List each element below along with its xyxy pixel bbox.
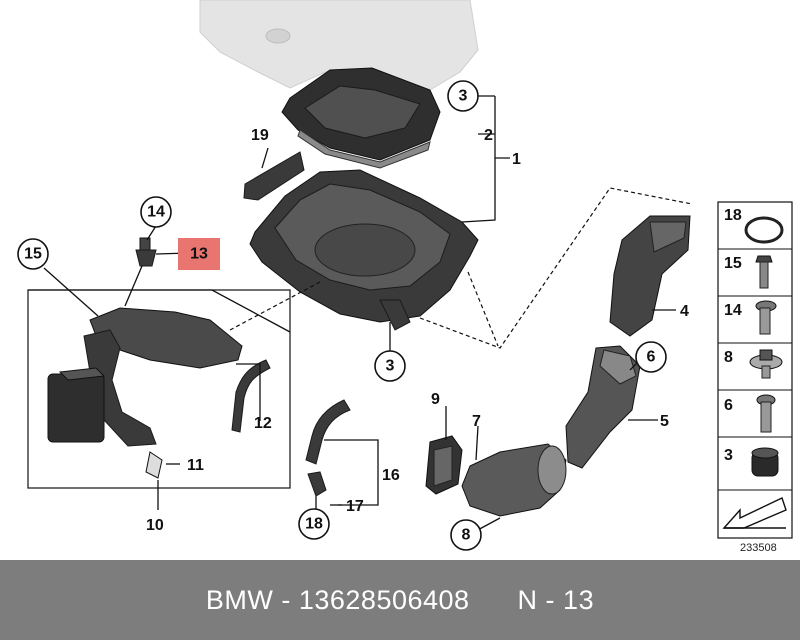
callout-15-label: 15: [24, 246, 42, 263]
callout-14-label: 14: [147, 204, 165, 221]
callout-5-label: 5: [660, 413, 669, 430]
callout-18-label: 18: [305, 516, 323, 533]
vent-pipe-icon: [305, 399, 351, 497]
intake-flap-icon: [243, 151, 305, 201]
screw-icon: [756, 394, 776, 433]
leader-lines: [43, 95, 676, 533]
grommet-icon: [751, 447, 779, 477]
fastener-legend: 18 15 14 8 6 3: [717, 201, 793, 539]
dashed-outlines: [229, 187, 693, 349]
callout-9-label: 9: [431, 391, 440, 408]
callout-14: 14: [140, 196, 172, 228]
callout-6-label: 6: [647, 349, 656, 366]
callout-12-label: 12: [254, 415, 272, 432]
callout-10-label: 10: [146, 517, 164, 534]
assembly-10-box-top-notch: [28, 289, 291, 333]
callout-4-label: 4: [680, 303, 689, 320]
air-duct-icon: [565, 345, 641, 469]
legend-label-3: 3: [724, 447, 733, 464]
callout-11-label: 11: [187, 457, 204, 474]
callout-8-label: 8: [462, 527, 471, 544]
callout-3a-label: 3: [459, 88, 468, 105]
legend-label-14: 14: [724, 302, 742, 319]
installation-arrow-icon: [722, 497, 787, 529]
callout-3b-label: 3: [386, 358, 395, 375]
legend-label-15: 15: [724, 255, 742, 272]
callout-17-label: 17: [346, 498, 364, 515]
callout-13-label: 13: [190, 246, 208, 263]
intake-snorkel-icon: [609, 215, 691, 337]
washer-screw-icon: [749, 349, 783, 379]
footer-bar: BMW - 13628506408 N - 13: [0, 560, 800, 640]
filter-housing-lower-icon: [249, 169, 479, 331]
footer-part-number: BMW - 13628506408 N - 13: [205, 584, 595, 615]
callout-3a: 3: [447, 80, 479, 112]
callout-7-label: 7: [472, 413, 481, 430]
callout-2-label: 2: [484, 127, 493, 144]
intake-silencer-assembly-icon: [47, 307, 243, 479]
diagram-reference-number: 233508: [740, 542, 777, 554]
filter-housing-cover-icon: [281, 67, 441, 169]
sensor-icon: [135, 237, 157, 267]
callout-6: 6: [635, 341, 667, 373]
callout-15: 15: [17, 238, 49, 270]
legend-label-6: 6: [724, 397, 733, 414]
intake-duct-icon: [461, 443, 567, 517]
seal-ring-icon: [744, 216, 784, 244]
callout-13-highlight: 13: [178, 238, 220, 270]
legend-label-18: 18: [724, 207, 742, 224]
callout-8: 8: [450, 519, 482, 551]
legend-label-8: 8: [724, 349, 733, 366]
torx-bolt-icon: [755, 300, 777, 335]
callout-19-label: 19: [251, 127, 269, 144]
parts-diagram: 3 14 15 3 6 8 18 13 2 1 19 4 5 9 7 12 11…: [17, 0, 793, 554]
grille-icon: [425, 435, 463, 495]
hex-bolt-icon: [755, 255, 773, 289]
callout-18: 18: [298, 508, 330, 540]
callout-16-label: 16: [382, 467, 400, 484]
callout-3b: 3: [374, 350, 406, 382]
callout-1-label: 1: [512, 151, 521, 168]
